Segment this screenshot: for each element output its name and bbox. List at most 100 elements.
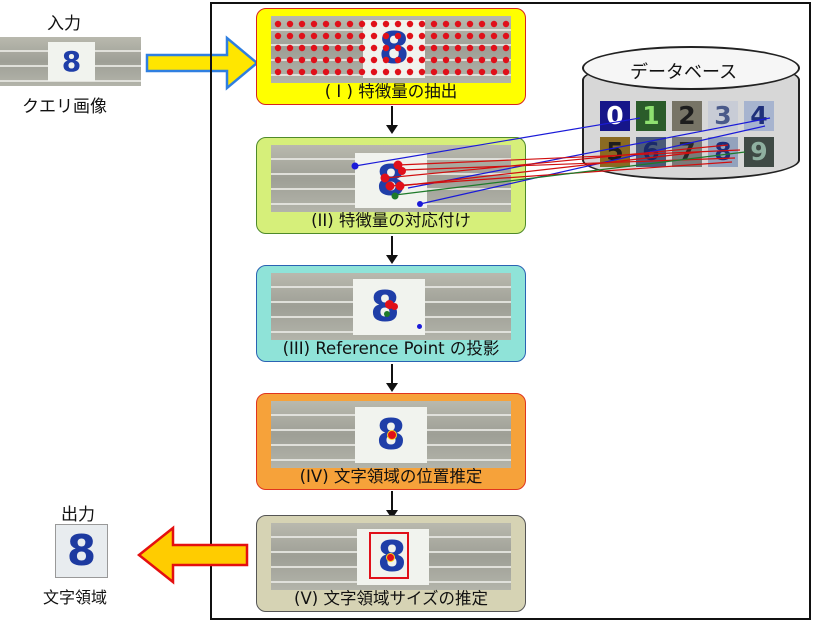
step2-digit: 8 — [376, 156, 406, 205]
database-top — [582, 46, 800, 90]
projected-point — [385, 300, 394, 309]
keypoint — [370, 20, 378, 28]
keypoint — [286, 32, 294, 40]
keypoint — [442, 44, 450, 52]
keypoint — [286, 44, 294, 52]
keypoint — [466, 44, 474, 52]
keypoint — [430, 32, 438, 40]
keypoint — [286, 56, 294, 64]
keypoint — [382, 44, 390, 52]
keypoint — [334, 20, 342, 28]
keypoint — [334, 68, 342, 76]
keypoint — [358, 32, 366, 40]
keypoint — [442, 20, 450, 28]
keypoint — [322, 68, 330, 76]
step3-caption: (III) Reference Point の投影 — [282, 339, 500, 358]
keypoint — [310, 44, 318, 52]
keypoint — [370, 68, 378, 76]
keypoint — [430, 68, 438, 76]
step-feature-matching: 8 (II) 特徴量の対応付け — [256, 137, 526, 234]
input-caption: クエリ画像 — [22, 97, 107, 117]
keypoint — [502, 44, 510, 52]
keypoint — [406, 32, 414, 40]
keypoint — [454, 56, 462, 64]
keypoint — [466, 32, 474, 40]
flow-arrow-4 — [386, 491, 398, 519]
keypoint — [502, 56, 510, 64]
keypoint — [478, 32, 486, 40]
keypoint — [394, 44, 402, 52]
step1-caption: ( I ) 特徴量の抽出 — [324, 82, 458, 101]
output-title: 出力 — [61, 505, 95, 525]
keypoint — [310, 68, 318, 76]
keypoint — [298, 44, 306, 52]
keypoint — [346, 56, 354, 64]
keypoint — [310, 56, 318, 64]
keypoint — [322, 44, 330, 52]
keypoint — [442, 32, 450, 40]
keypoint — [274, 44, 282, 52]
keypoint — [466, 68, 474, 76]
keypoint — [454, 44, 462, 52]
step4-image: 8 — [271, 401, 511, 468]
database-thumbnail: 2 — [672, 101, 702, 131]
keypoint — [382, 56, 390, 64]
keypoint — [298, 68, 306, 76]
keypoint — [322, 32, 330, 40]
keypoint — [346, 44, 354, 52]
keypoint — [358, 68, 366, 76]
step2-caption: (II) 特徴量の対応付け — [311, 211, 471, 230]
database-thumbnail: 4 — [744, 101, 774, 131]
keypoint — [334, 32, 342, 40]
keypoint — [418, 20, 426, 28]
process-frame — [210, 2, 811, 620]
keypoint — [502, 32, 510, 40]
keypoint — [346, 32, 354, 40]
keypoint — [406, 68, 414, 76]
keypoint — [310, 32, 318, 40]
keypoint — [322, 56, 330, 64]
keypoint — [382, 32, 390, 40]
query-image: 8 — [0, 37, 141, 86]
keypoint — [298, 56, 306, 64]
keypoint — [478, 56, 486, 64]
flow-arrow-1 — [386, 106, 398, 134]
keypoint — [370, 56, 378, 64]
step3-image: 8 — [271, 273, 511, 340]
keypoint — [454, 20, 462, 28]
flow-arrow-2 — [386, 236, 398, 264]
keypoint — [358, 20, 366, 28]
keypoint — [274, 32, 282, 40]
keypoint — [442, 56, 450, 64]
keypoint — [454, 32, 462, 40]
keypoint-grid — [274, 20, 510, 76]
keypoint — [358, 44, 366, 52]
estimated-position — [387, 430, 397, 440]
input-arrow — [145, 35, 259, 91]
keypoint — [310, 20, 318, 28]
keypoint — [454, 68, 462, 76]
output-arrow — [136, 525, 249, 585]
keypoint — [430, 44, 438, 52]
keypoint — [358, 56, 366, 64]
keypoint — [394, 56, 402, 64]
keypoint — [466, 20, 474, 28]
keypoint — [418, 44, 426, 52]
step5-image: 8 — [271, 523, 511, 590]
keypoint — [502, 68, 510, 76]
projected-point-green — [384, 311, 390, 317]
keypoint — [406, 56, 414, 64]
input-title: 入力 — [47, 14, 81, 34]
step2-image: 8 — [271, 145, 511, 212]
output-digit: 8 — [66, 526, 97, 575]
step-feature-extraction: 8 ( I ) 特徴量の抽出 — [256, 8, 526, 105]
keypoint — [430, 56, 438, 64]
keypoint — [286, 68, 294, 76]
keypoint — [478, 68, 486, 76]
keypoint — [466, 56, 474, 64]
keypoint — [502, 20, 510, 28]
database-thumbnail: 7 — [672, 137, 702, 167]
flow-arrow-3 — [386, 364, 398, 392]
step1-image: 8 — [271, 16, 511, 83]
keypoint — [370, 44, 378, 52]
